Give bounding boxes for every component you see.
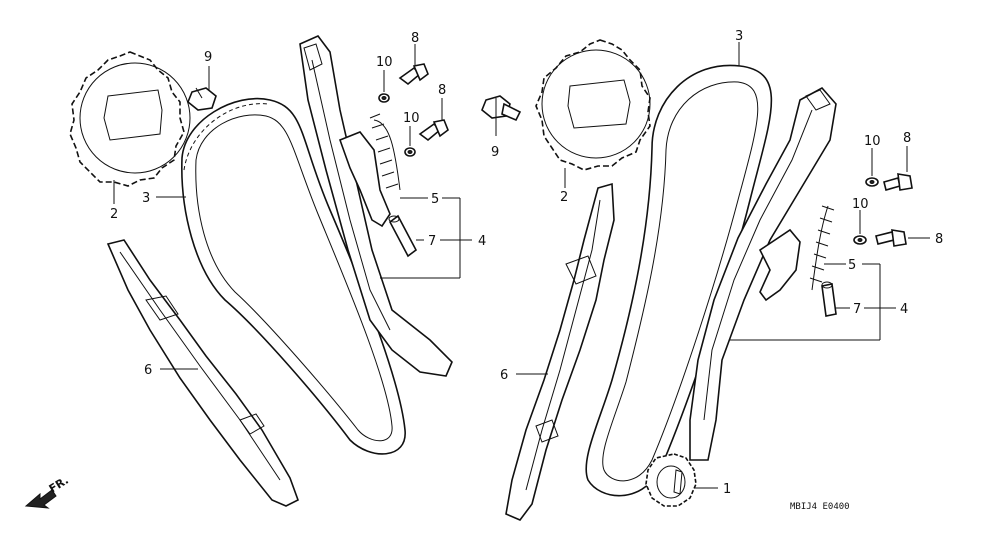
left-bolt-8-lower [418,119,449,142]
callout-3-left: 3 [142,191,150,206]
right-tensioner-slider [689,86,837,461]
right-tensioner-lifter [758,205,835,302]
callout-2-right: 2 [560,190,568,205]
right-washer-10-upper [865,177,879,187]
right-bolt-8-lower [875,229,907,247]
left-bolt-8-upper [398,63,429,86]
callout-10-left-lower: 10 [403,111,420,126]
callout-3-right: 3 [735,29,743,44]
right-bolt-9 [481,95,522,122]
callout-6-left: 6 [144,363,152,378]
right-cam-chain [585,64,773,497]
callout-10-right-upper: 10 [864,134,881,149]
figure-code: MBIJ4 E0400 [790,502,850,512]
left-cam-chain [181,97,406,455]
right-chain-guide [505,182,615,521]
left-washer-10-lower [404,147,416,157]
left-bolt-9 [187,87,217,111]
callout-2-left: 2 [110,207,118,222]
callout-4-left: 4 [478,234,486,249]
crank-sprocket [645,453,697,507]
callout-10-left-upper: 10 [376,55,393,70]
right-collar [821,281,837,317]
callout-6-right: 6 [500,368,508,383]
callout-8-right-upper: 8 [903,131,911,146]
right-cam-sprocket [535,39,651,171]
front-direction-arrow: FR. [24,474,71,509]
callout-9-right: 9 [491,145,499,160]
left-tensioner-slider [299,35,453,377]
right-callouts: 3 2 9 10 8 10 8 5 7 4 6 1 [491,29,943,497]
left-washer-10-upper [378,93,390,103]
leader-lines [113,42,930,489]
callout-4-right: 4 [900,302,908,317]
callout-1-right: 1 [723,482,731,497]
left-chain-guide [106,239,299,507]
callout-8-left-upper: 8 [411,31,419,46]
left-cam-sprocket [69,51,191,187]
callout-8-right-lower: 8 [935,232,943,247]
callout-9-left: 9 [204,50,212,65]
left-tensioner-lifter [338,113,401,228]
callout-5-right: 5 [848,258,856,273]
callout-7-right: 7 [853,302,861,317]
callout-8-left-lower: 8 [438,83,446,98]
callout-7-left: 7 [428,234,436,249]
right-bolt-8-upper [883,173,913,191]
callout-10-right-lower: 10 [852,197,869,212]
left-collar [388,214,418,258]
right-washer-10-lower [853,235,867,245]
left-callouts: 2 3 9 10 8 10 8 5 7 4 6 [110,31,486,378]
callout-5-left: 5 [431,192,439,207]
